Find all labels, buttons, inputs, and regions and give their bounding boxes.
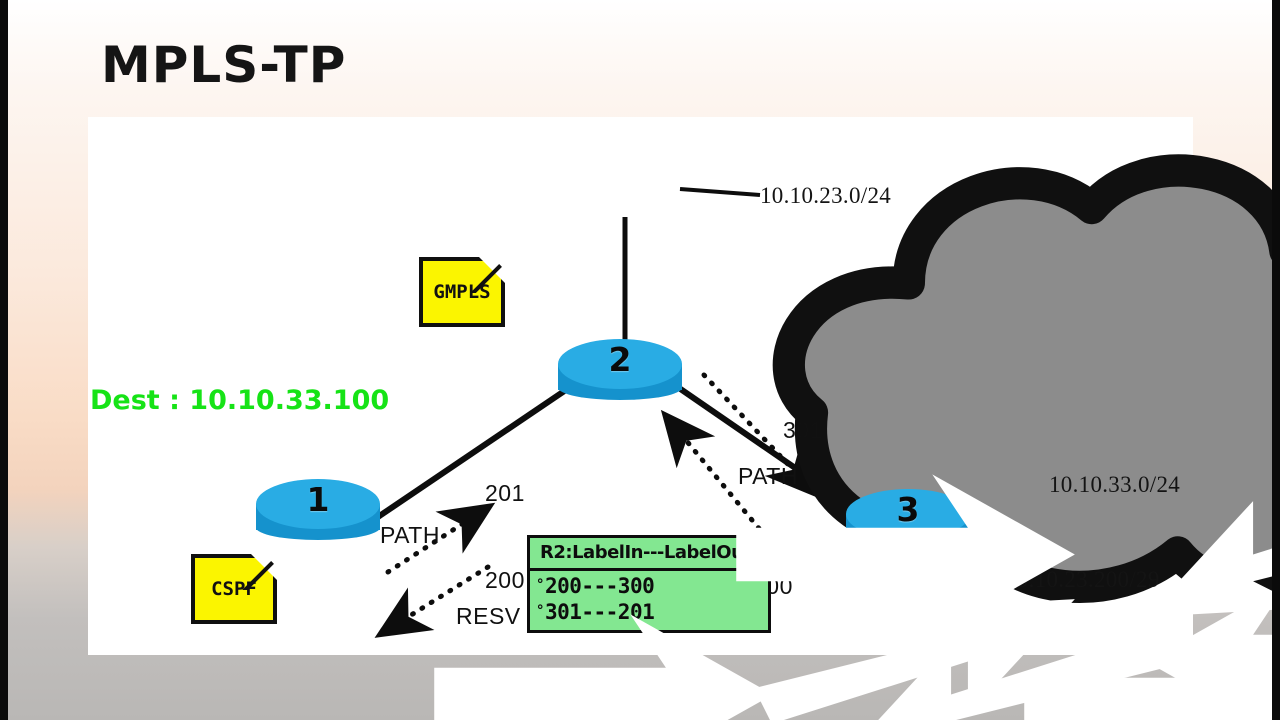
label-value-200: 200 [485,567,525,593]
table-row: °200---300 [530,574,768,600]
link-r1-r2 [370,372,590,524]
cspf-note-label: CSPF [211,578,257,600]
r3-upper-subnet-label: 10.10.33.0/24 [1049,472,1181,497]
right-edge-bar [1272,0,1280,720]
left-edge-bar [0,0,8,720]
label-value-301: 301 [783,417,823,443]
cloud-subnet-label: 10.10.23.0/24 [760,183,892,208]
diagram-canvas: 1 2 3 [88,117,1280,720]
gmpls-note-label: GMPLS [433,281,491,303]
label-value-201: 201 [485,480,525,506]
slide-title: MPLS-TP [101,36,347,94]
cloud-label-leader [679,187,761,197]
resv-arrow-left [374,564,491,638]
router-3[interactable]: 3 [846,489,1280,720]
destination-label: Dest : 10.10.33.100 [90,385,390,416]
router-2-top [558,339,682,389]
row-text: 200---300 [544,574,655,598]
router-2-label: 2 [608,340,632,379]
cspf-note: CSPF [191,554,277,624]
path-label-left: PATH [380,522,440,548]
router-1[interactable]: 1 [256,479,1165,720]
label-table-header: R2:LabelIn---LabelOut [530,538,768,571]
router-2[interactable]: 2 [558,339,1280,720]
router-3-label: 3 [896,490,920,529]
path-label-right: PATH [738,463,798,489]
router-1-label: 1 [306,480,330,519]
service-provider-cloud [550,122,1280,603]
gmpls-note: GMPLS [419,257,505,327]
resv-label-left: RESV [456,603,521,629]
router-1-top [256,479,380,529]
router-arrows-icon [1024,624,1280,720]
label-table-body: °200---300 °301---201 [530,571,768,630]
resv-arrow-right [660,409,769,540]
row-bullet-icon: ° [536,577,544,593]
path-arrow-right [701,372,821,499]
row-bullet-icon: ° [536,603,544,619]
